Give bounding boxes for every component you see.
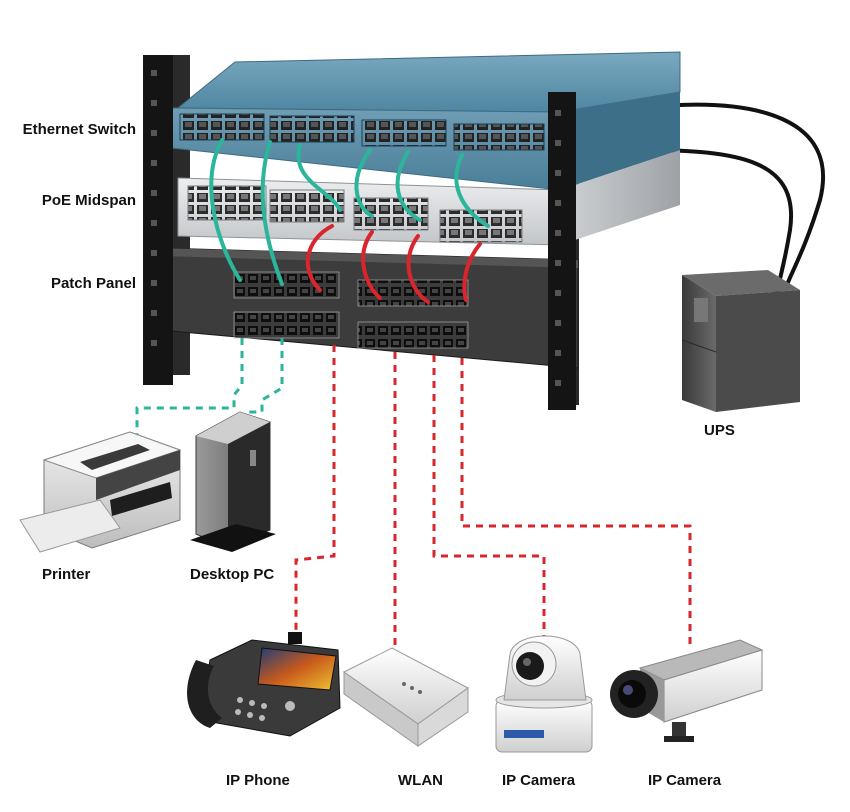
ip-phone-icon <box>187 632 341 737</box>
label-ethernet-switch: Ethernet Switch <box>22 121 136 138</box>
desktop-pc-icon <box>190 411 276 552</box>
label-ip-camera-1: IP Camera <box>502 772 576 789</box>
poe-patch-cords <box>305 224 482 304</box>
rack-front-posts <box>143 55 576 410</box>
label-printer: Printer <box>42 566 91 583</box>
ethernet-switch-icon <box>171 51 681 191</box>
label-desktop-pc: Desktop PC <box>190 566 275 583</box>
ptz-camera-icon <box>495 635 593 753</box>
poe-midspan-icon <box>177 150 680 246</box>
rack-post-front-left <box>143 55 173 385</box>
box-camera-icon <box>610 639 764 742</box>
ups-power-cables <box>639 102 826 299</box>
printer-icon <box>19 431 182 553</box>
label-poe-midspan: PoE Midspan <box>41 192 136 209</box>
label-patch-panel: Patch Panel <box>50 275 136 292</box>
label-wlan: WLAN <box>398 772 443 789</box>
patch-panel-icon <box>159 247 579 369</box>
label-ip-phone: IP Phone <box>226 772 290 789</box>
rack-post-front-right <box>548 92 576 410</box>
poe-field-cabling <box>294 345 692 648</box>
label-ip-camera-2: IP Camera <box>648 772 722 789</box>
wlan-access-point-icon <box>343 647 469 747</box>
data-patch-cords <box>209 138 490 286</box>
ups-icon <box>681 270 800 412</box>
label-ups: UPS <box>704 422 735 439</box>
data-field-cabling <box>135 338 284 440</box>
